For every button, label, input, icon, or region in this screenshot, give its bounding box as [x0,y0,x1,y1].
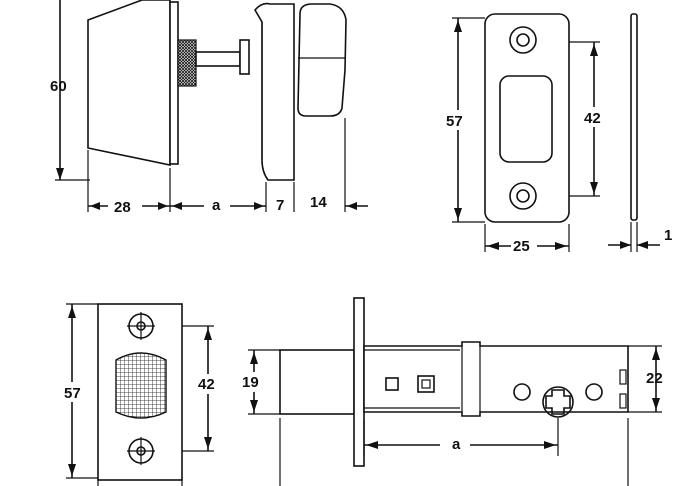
knob-assembly-side-view [87,0,347,181]
strike-plate-side [630,13,638,221]
dim-label-57-strike: 57 [446,113,463,130]
bolt-face-textured [115,352,167,419]
dim-knob-height: 60 [50,0,90,181]
dim-label-57-faceplate: 57 [64,385,81,402]
strike-plate-front-view [484,13,638,223]
dim-label-60: 60 [50,78,67,95]
dim-label-42-faceplate: 42 [198,376,215,393]
spindle-hole [542,386,574,418]
dim-label-14: 14 [310,194,327,211]
strike-bolt-opening [499,75,553,163]
dim-row-knob: 28 a 7 14 [87,118,368,216]
dim-label-a-knob: a [212,197,221,214]
dim-label-a-backset: a [452,436,461,453]
latch-side-view [279,297,629,467]
dim-faceplate: 57 42 [60,303,222,486]
outer-cylinder-rose [87,0,171,166]
faceplate-front-view [97,303,183,481]
strike-plate [484,13,570,223]
thumb-turn [297,3,347,117]
dim-label-19: 19 [242,374,259,391]
dim-label-7: 7 [276,197,284,214]
latch-case [363,341,629,417]
spindle-collar [177,39,197,87]
dim-label-25: 25 [513,238,530,255]
dim-label-28: 28 [114,199,131,216]
spindle [195,51,241,67]
dim-label-1: 1 [664,227,672,244]
dim-strike: 57 42 25 1 [440,17,672,256]
dim-label-22: 22 [646,370,663,387]
deadbolt [279,349,355,415]
inner-rose [254,2,295,181]
latch-faceplate-edge [353,297,365,467]
outer-rose-plate [169,1,179,165]
dim-label-42-strike: 42 [584,110,601,127]
dim-latch: 19 a 22 [240,345,663,486]
spindle-end [239,39,250,75]
